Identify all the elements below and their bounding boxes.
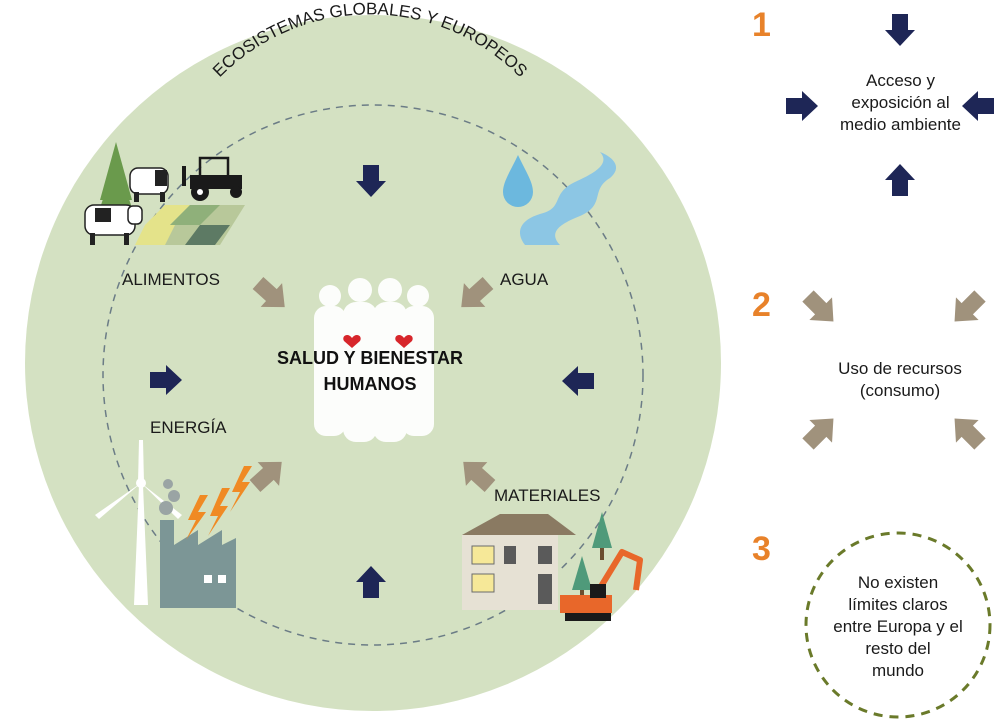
step2-text: Uso de recursos (consumo) (810, 358, 990, 402)
legend-tan-arrow-tl (796, 284, 845, 333)
label-energy: ENERGÍA (150, 418, 227, 437)
step3-line5: mundo (872, 661, 924, 680)
step2-line2: (consumo) (859, 381, 941, 400)
step1-line3: medio ambiente (840, 115, 961, 134)
center-title-line1: SALUD Y BIENESTAR (276, 348, 464, 368)
inner-dashed-ring (102, 104, 644, 646)
step1-line2: exposición al (851, 93, 950, 112)
step1-text: Acceso y exposición al medio ambiente (808, 70, 993, 136)
water-drop-icon (503, 155, 533, 207)
field-icon (135, 205, 245, 245)
step1-line1: Acceso y (866, 71, 935, 90)
legend-tan-arrow-tr (943, 284, 992, 333)
step3-line3: entre Europa y el (833, 617, 963, 636)
legend-tan-arrow-br (943, 407, 992, 456)
cow-icon (84, 204, 143, 245)
step3-line4: resto del (865, 639, 931, 658)
heart-icon (343, 334, 361, 348)
tractor-icon (182, 156, 242, 201)
heart-icon (395, 334, 413, 348)
step-number-1: 1 (752, 6, 771, 44)
legend-navy-arrow-up (885, 164, 915, 196)
label-materials: MATERIALES (494, 486, 601, 505)
smoke-icon (159, 479, 180, 515)
cow-icon (129, 167, 169, 202)
step3-text: No existen límites claros entre Europa y… (808, 572, 988, 682)
label-food: ALIMENTOS (122, 270, 220, 289)
legend-dashed-circle (804, 531, 992, 719)
center-title: SALUD Y BIENESTAR HUMANOS (230, 345, 510, 397)
lightning-icon (186, 466, 252, 540)
legend-navy-arrow-down (885, 14, 915, 46)
legend-tan-arrow-bl (796, 407, 845, 456)
house-icon (462, 514, 576, 610)
river-icon (520, 152, 617, 245)
label-water: AGUA (500, 270, 549, 289)
step-number-2: 2 (752, 286, 771, 324)
wind-turbine-icon (95, 440, 182, 605)
step-number-3: 3 (752, 530, 771, 568)
step2-line1: Uso de recursos (838, 359, 962, 378)
excavator-icon (560, 549, 643, 621)
center-title-line2: HUMANOS (323, 374, 417, 394)
step3-line1: No existen (857, 573, 939, 592)
step3-line2: límites claros (848, 595, 948, 614)
factory-icon (160, 520, 236, 608)
